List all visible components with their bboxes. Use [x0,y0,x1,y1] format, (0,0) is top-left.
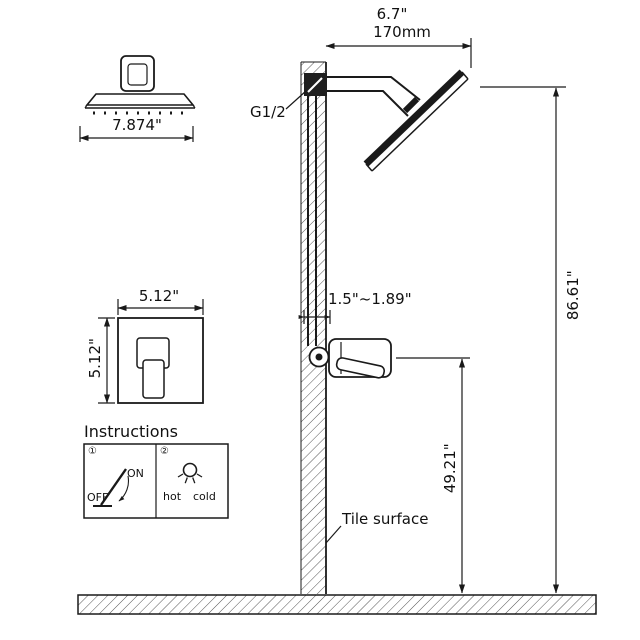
leader-lines [285,90,342,544]
arm-nut [402,96,420,114]
arm-wall-connector [304,73,327,96]
valve-height-label: 49.21" [440,443,459,494]
plate-lever [142,359,165,399]
lever-icon [100,468,127,506]
step1-mark: ① [88,446,97,457]
shower-head [363,69,469,172]
on-label: ON [127,467,144,480]
step2-mark: ② [160,446,169,457]
hot-label: hot [163,490,182,503]
dim-overall-height [480,86,566,594]
wall-section [300,61,327,594]
shower-arm [327,76,421,117]
thread-size-label: G1/2 [250,103,286,121]
shower-head-front-view [84,55,196,115]
dim-plate-width [117,299,204,315]
lever-rotation-arrow [118,475,130,502]
knob-icon [182,462,198,478]
dim-valve-depth [298,310,331,324]
floor-section [77,594,597,615]
plate-height-label: 5.12" [85,338,104,379]
supply-pipe [307,96,317,346]
valve-depth-label: 1.5"~1.89" [328,290,412,308]
valve-plate-front-view [117,317,204,404]
knob-ticks [177,473,203,484]
mixer-valve [308,338,392,379]
head-width-label: 7.874" [112,116,162,134]
arm-length-inch-label: 6.7" [376,5,408,23]
g12-leader [285,90,307,110]
tile-surface-label: Tile surface [342,510,429,528]
tile-surface-leader [325,525,342,544]
off-label: OFF [87,491,109,504]
dim-head-width [79,126,194,142]
dim-arm-length [325,38,472,68]
cold-label: cold [193,490,216,503]
dim-valve-height [396,357,470,594]
plate-width-label: 5.12" [138,287,180,305]
overall-height-label: 86.61" [563,270,582,321]
arm-length-mm-label: 170mm [373,23,431,41]
dim-plate-height [98,317,115,404]
instructions-box [83,443,229,519]
instructions-title: Instructions [84,422,178,441]
valve-lever [335,357,386,379]
